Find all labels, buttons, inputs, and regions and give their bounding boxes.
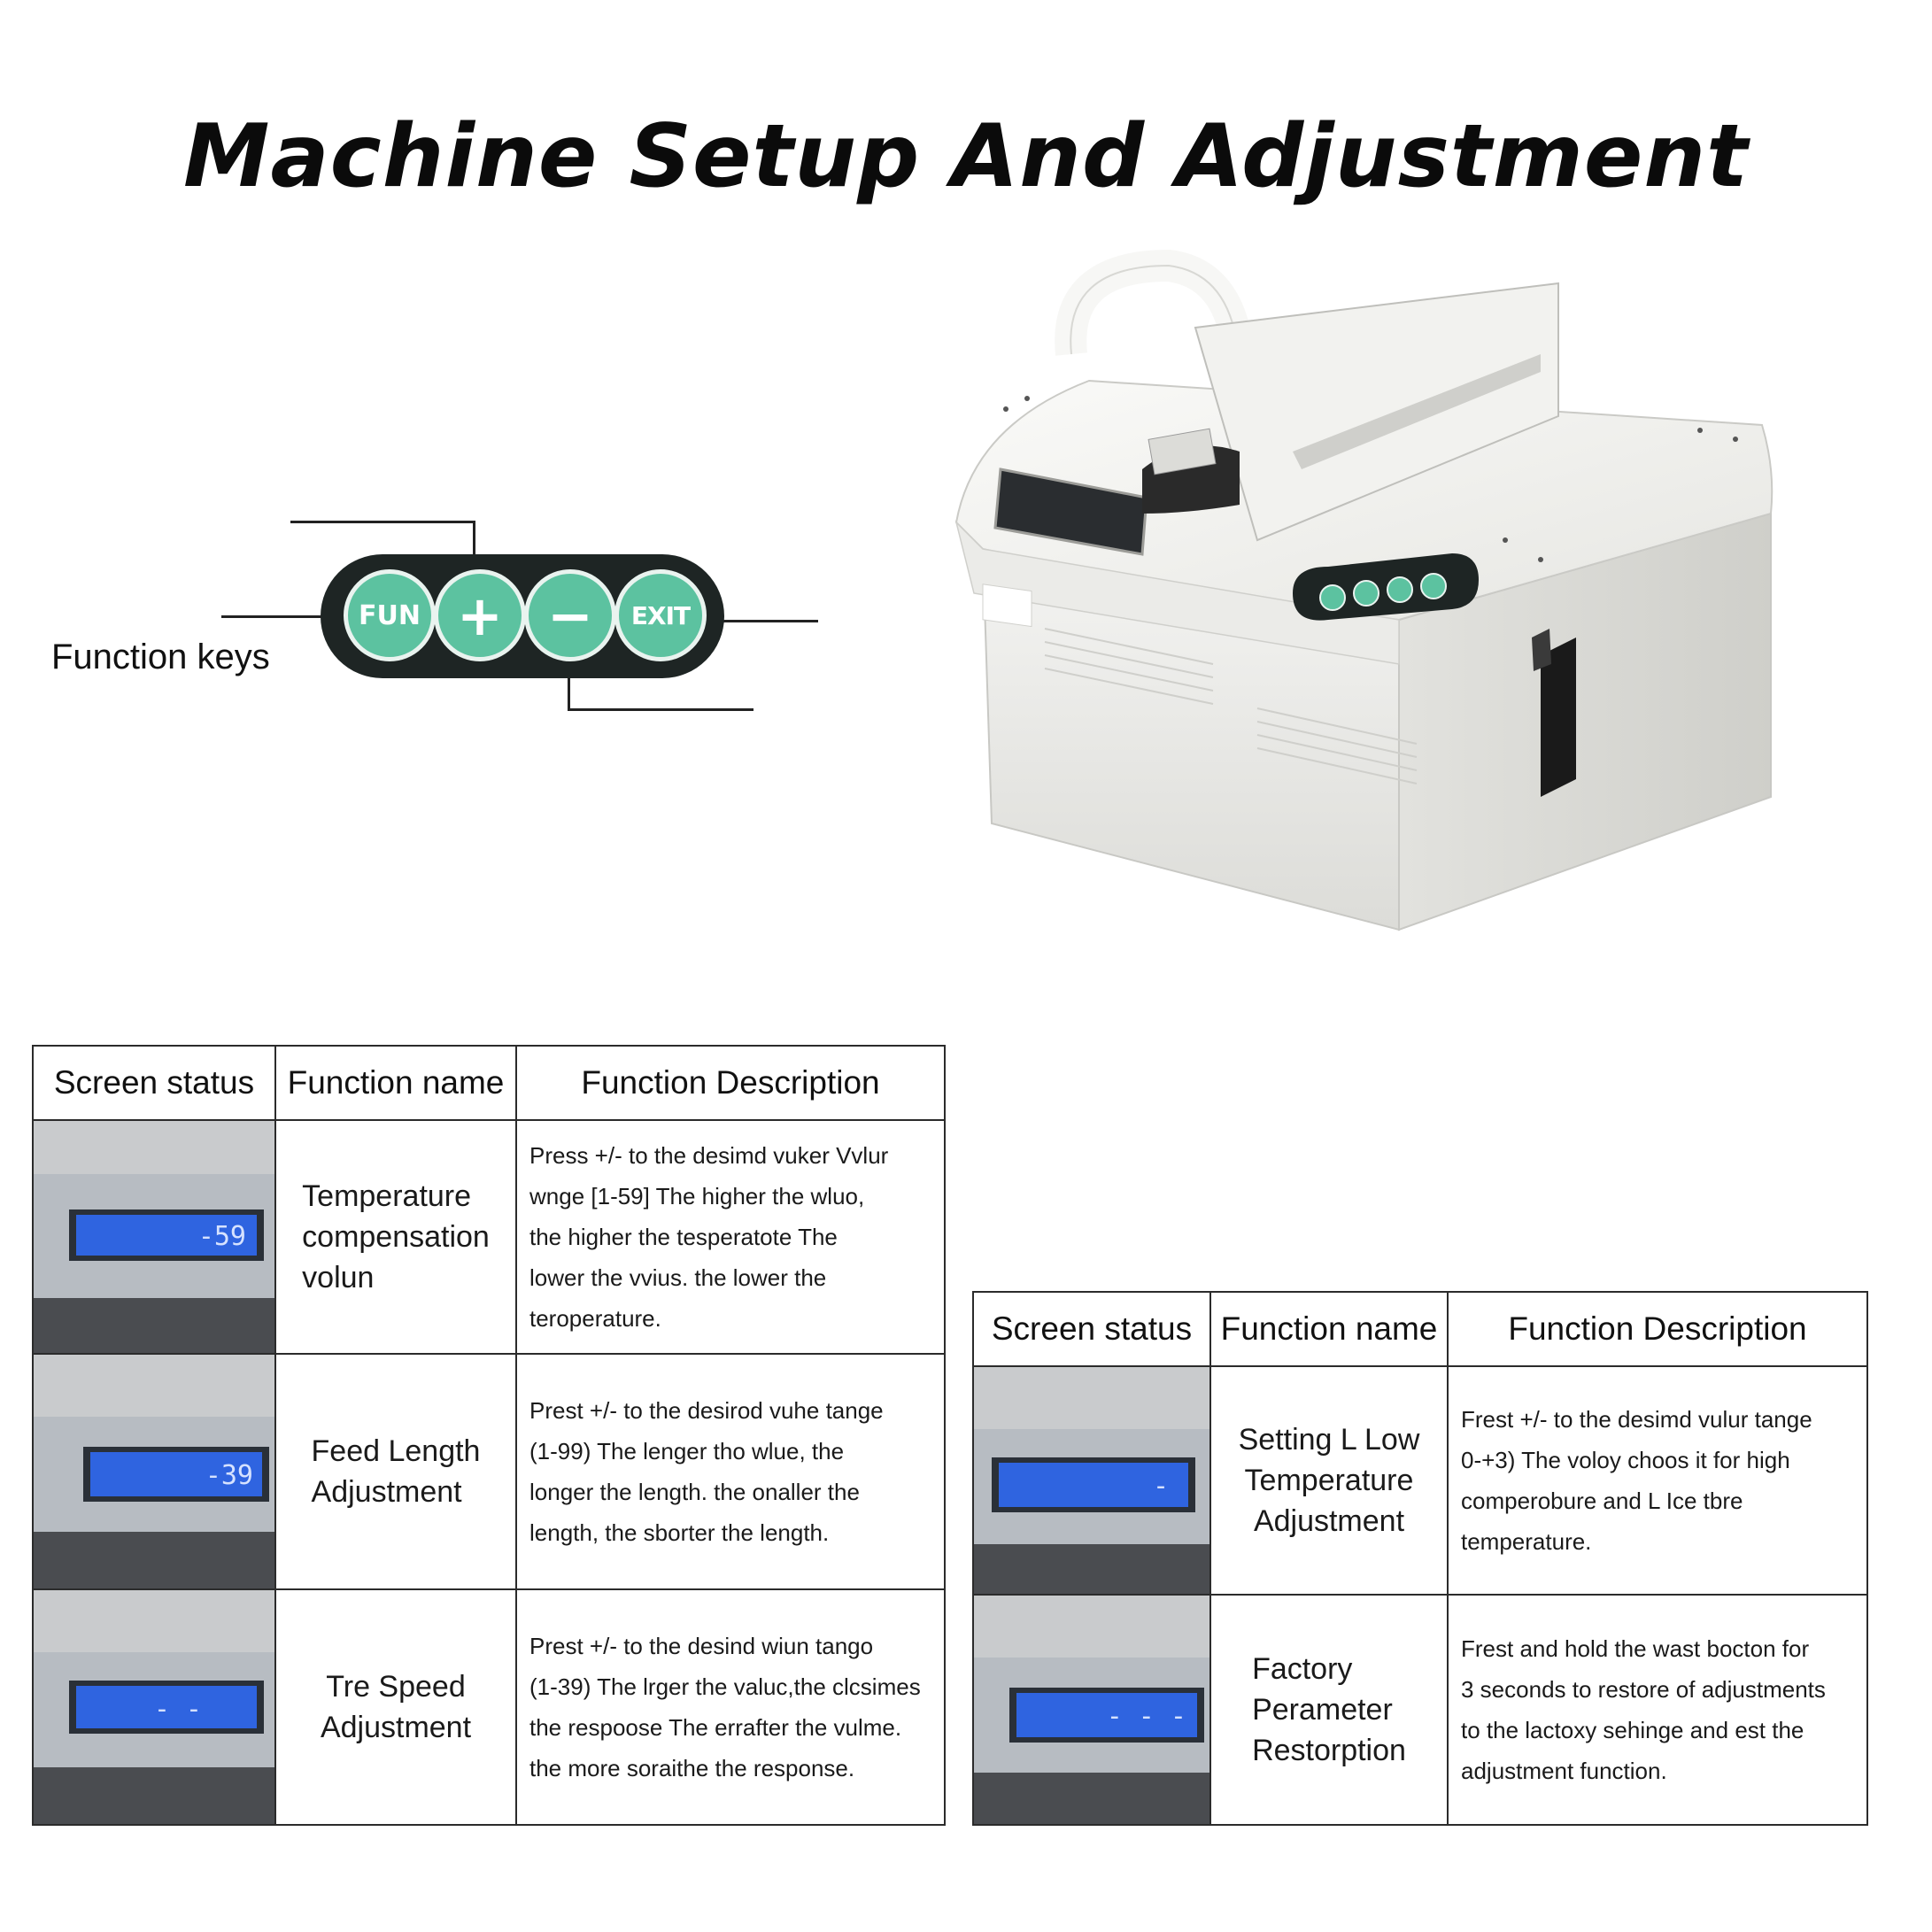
leader-line-top-drop — [473, 521, 475, 567]
page-title: Machine Setup And Adjustment — [183, 106, 1749, 207]
function-name-line: Temperature — [302, 1179, 472, 1213]
description-line: the higher the tesperatote The — [529, 1224, 838, 1250]
description-line: Frest +/- to the desimd vulur tange — [1461, 1406, 1812, 1433]
function-name-line: compensation — [302, 1220, 490, 1254]
table-row: - - - Factory Perameter Restorption Fres… — [972, 1594, 1868, 1826]
fun-key[interactable]: FUN — [344, 569, 436, 661]
description-line: comperobure and L Ice tbre — [1461, 1488, 1743, 1514]
header-function-description: Function Description — [1447, 1291, 1868, 1367]
function-description: Press +/- to the desimd vuker Vvlur wnge… — [515, 1119, 946, 1355]
function-name-line: Factory — [1252, 1652, 1353, 1686]
function-description: Frest and hold the wast bocton for 3 sec… — [1447, 1594, 1868, 1826]
function-description: Prest +/- to the desirod vuhe tange (1-9… — [515, 1353, 946, 1590]
function-name: Tre Speed Adjustment — [274, 1588, 517, 1826]
header-function-description: Function Description — [515, 1045, 946, 1121]
function-name-line: Restorption — [1252, 1734, 1406, 1767]
minus-key[interactable]: − — [524, 569, 616, 661]
description-line: wnge [1-59] The higher the wluo, — [529, 1183, 865, 1209]
function-name: Factory Perameter Restorption — [1209, 1594, 1449, 1826]
description-line: Press +/- to the desimd vuker Vvlur — [529, 1142, 889, 1169]
function-name-line: Feed Length — [311, 1434, 481, 1468]
leader-line-right — [721, 620, 818, 622]
table-row: - - Tre Speed Adjustment Prest +/- to th… — [32, 1588, 946, 1826]
function-name: Temperature compensation volun — [274, 1119, 517, 1355]
description-line: the more soraithe the response. — [529, 1755, 855, 1781]
function-name-line: Temperature — [1244, 1464, 1414, 1497]
screen-status-image: - - — [32, 1588, 276, 1826]
header-screen-status: Screen status — [32, 1045, 276, 1121]
description-line: Frest and hold the wast bocton for — [1461, 1635, 1810, 1662]
function-name-line: Setting L Low — [1238, 1423, 1420, 1457]
lcd-readout: - - - — [1107, 1701, 1186, 1732]
table-row: -59 Temperature compensation volun Press… — [32, 1119, 946, 1355]
spec-table-left: Screen status Function name Function Des… — [32, 1045, 946, 1826]
description-line: length, the sborter the length. — [529, 1519, 830, 1546]
description-line: 0-+3) The voloy choos it for high — [1461, 1447, 1790, 1473]
lcd-readout: - - — [154, 1694, 202, 1725]
leader-line-bottom-drop — [568, 664, 570, 710]
header-function-name: Function name — [274, 1045, 517, 1121]
description-line: (1-39) The lrger the valuc,the clcsimes — [529, 1673, 921, 1700]
spec-table-right: Screen status Function name Function Des… — [972, 1291, 1868, 1826]
description-line: adjustment function. — [1461, 1758, 1667, 1784]
machine-illustration — [954, 249, 1774, 931]
function-name: Setting L Low Temperature Adjustment — [1209, 1365, 1449, 1596]
description-line: Prest +/- to the desirod vuhe tange — [529, 1397, 884, 1424]
description-line: lower the vvius. the lower the — [529, 1264, 827, 1291]
function-description: Prest +/- to the desind wiun tango (1-39… — [515, 1588, 946, 1826]
screen-status-image: - — [972, 1365, 1211, 1596]
function-name-line: Perameter — [1252, 1693, 1393, 1727]
function-keys-label: Function keys — [51, 638, 270, 676]
description-line: teroperature. — [529, 1305, 661, 1332]
function-name-line: volun — [302, 1261, 375, 1294]
description-line: longer the length. the onaller the — [529, 1479, 860, 1505]
description-line: Prest +/- to the desind wiun tango — [529, 1633, 874, 1659]
function-name: Feed Length Adjustment — [274, 1353, 517, 1590]
function-name-line: Adjustment — [1253, 1504, 1405, 1538]
description-line: the respoose The errafter the vulme. — [529, 1714, 902, 1741]
screen-status-image: - - - — [972, 1594, 1211, 1826]
machine-image — [921, 248, 1806, 956]
table-row: - Setting L Low Temperature Adjustment F… — [972, 1365, 1868, 1596]
table-header-row: Screen status Function name Function Des… — [32, 1045, 946, 1121]
screen-status-image: -59 — [32, 1119, 276, 1355]
table-row: -39 Feed Length Adjustment Prest +/- to … — [32, 1353, 946, 1590]
function-keys-callout: FUN + − EXIT Function keys — [0, 0, 885, 885]
lcd-readout: - — [1153, 1471, 1169, 1502]
table-header-row: Screen status Function name Function Des… — [972, 1291, 1868, 1367]
function-description: Frest +/- to the desimd vulur tange 0-+3… — [1447, 1365, 1868, 1596]
leader-line-bottom — [568, 708, 753, 711]
description-line: to the lactoxy sehinge and est the — [1461, 1717, 1804, 1743]
function-name-line: Tre Speed — [326, 1670, 466, 1704]
leader-line-top — [290, 521, 475, 523]
header-screen-status: Screen status — [972, 1291, 1211, 1367]
keypad: FUN + − EXIT — [321, 554, 724, 678]
leader-line-left — [221, 615, 324, 618]
description-line: (1-99) The lenger tho wlue, the — [529, 1438, 845, 1464]
function-name-line: Adjustment — [311, 1475, 462, 1509]
lcd-readout: -39 — [205, 1460, 253, 1491]
lcd-readout: -59 — [198, 1221, 246, 1252]
description-line: temperature. — [1461, 1528, 1592, 1555]
header-function-name: Function name — [1209, 1291, 1449, 1367]
screen-status-image: -39 — [32, 1353, 276, 1590]
function-name-line: Adjustment — [320, 1711, 472, 1744]
description-line: 3 seconds to restore of adjustments — [1461, 1676, 1826, 1703]
exit-key[interactable]: EXIT — [614, 569, 707, 661]
plus-key[interactable]: + — [434, 569, 526, 661]
